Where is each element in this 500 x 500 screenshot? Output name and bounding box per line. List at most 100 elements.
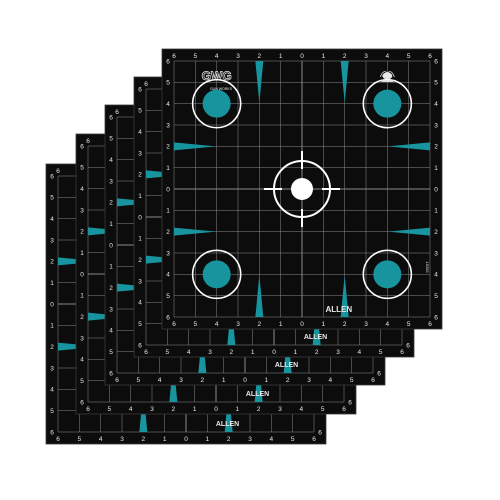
scale-label-right: 6 <box>434 58 438 65</box>
scale-label-bottom: 5 <box>137 377 141 384</box>
scale-label-bottom: 1 <box>222 377 226 384</box>
teal-edge-wedges <box>174 61 430 317</box>
scale-label-bottom: 2 <box>286 377 290 384</box>
scale-label-right: 4 <box>434 272 438 279</box>
scale-label-bottom: 0 <box>272 349 276 356</box>
scale-label-top: 1 <box>322 53 326 60</box>
wedge-bottom <box>340 275 349 317</box>
scale-label-left: 5 <box>138 108 142 115</box>
wedge-bottom <box>255 275 264 317</box>
scale-label-top: 5 <box>407 53 411 60</box>
scale-label-left: 1 <box>166 208 170 215</box>
scale-label-left: 5 <box>50 195 54 202</box>
scale-label-bottom: 1 <box>279 321 283 328</box>
scale-label-left: 1 <box>50 323 54 330</box>
maker-mark: ALLEN <box>304 334 327 341</box>
maker-mark: ALLEN <box>275 362 298 369</box>
scale-label-bottom: 1 <box>322 321 326 328</box>
scale-label-left: 2 <box>138 172 142 179</box>
scale-label-bottom: 3 <box>150 406 154 413</box>
scale-label-left: 3 <box>80 207 84 214</box>
scale-label-bottom: 0 <box>300 321 304 328</box>
scale-label-bottom: 5 <box>291 436 295 443</box>
turkey-plate <box>381 79 394 82</box>
scale-label-bottom: 3 <box>208 349 212 356</box>
bullseye-center <box>291 178 313 200</box>
scale-label-left: 6 <box>166 58 170 65</box>
scale-label-bottom: 2 <box>258 321 262 328</box>
scale-label-left: 6 <box>50 429 54 436</box>
scale-label-right: 6 <box>318 429 322 436</box>
scale-label-top: 4 <box>386 53 390 60</box>
scale-label-bottom: 4 <box>386 321 390 328</box>
scale-label-left: 6 <box>166 314 170 321</box>
scale-label-left: 6 <box>138 342 142 349</box>
scale-label-bottom: 2 <box>201 377 205 384</box>
scale-label-left: 4 <box>109 157 113 164</box>
scale-label-left: 2 <box>50 344 54 351</box>
wedge-right <box>388 142 430 151</box>
scale-label-bottom: 4 <box>215 321 219 328</box>
scale-label-bottom: 2 <box>142 436 146 443</box>
wedge-left <box>174 227 216 236</box>
scale-label-bottom: 4 <box>129 406 133 413</box>
scale-label-bottom: 6 <box>400 349 404 356</box>
scale-label-left: 4 <box>166 101 170 108</box>
scale-label-top: 4 <box>215 53 219 60</box>
scale-label-left: 1 <box>80 250 84 257</box>
wedge-top <box>340 61 349 103</box>
scale-label-left: 3 <box>109 178 113 185</box>
scale-label-left: 6 <box>50 173 54 180</box>
scale-label-left: 3 <box>80 335 84 342</box>
scale-label-top: 3 <box>236 53 240 60</box>
scale-label-left: 5 <box>50 408 54 415</box>
scale-label-left: 2 <box>166 229 170 236</box>
center-bullseye <box>264 151 340 227</box>
scale-label-bottom: 5 <box>350 377 354 384</box>
scale-label-bottom: 2 <box>315 349 319 356</box>
wedge-right <box>388 227 430 236</box>
scale-label-left: 0 <box>166 186 170 193</box>
turkey-fan <box>379 71 395 78</box>
scale-label-left: 6 <box>138 86 142 93</box>
scale-label-bottom: 1 <box>206 436 210 443</box>
scale-label-left: 4 <box>80 186 84 193</box>
scale-label-left: 0 <box>50 301 54 308</box>
scale-label-left: 6 <box>109 370 113 377</box>
maker-mark: ALLEN <box>216 421 239 428</box>
scale-label-bottom: 2 <box>343 321 347 328</box>
scale-label-left: 1 <box>109 221 113 228</box>
scale-label-left: 3 <box>109 306 113 313</box>
scale-label-left: 1 <box>50 280 54 287</box>
scale-label-top: 2 <box>258 53 262 60</box>
scale-label-bottom: 6 <box>371 377 375 384</box>
scale-label-bottom: 4 <box>270 436 274 443</box>
scale-label-top: 1 <box>279 53 283 60</box>
scale-label-left: 4 <box>166 272 170 279</box>
scale-label-bottom: 6 <box>56 436 60 443</box>
scale-label-left: 4 <box>50 216 54 223</box>
scale-label-bottom: 1 <box>163 436 167 443</box>
scale-label-left: 1 <box>166 165 170 172</box>
scale-label-bottom: 3 <box>179 377 183 384</box>
scale-label-bottom: 2 <box>230 349 234 356</box>
scale-label-bottom: 5 <box>78 436 82 443</box>
scale-label-bottom: 6 <box>342 406 346 413</box>
brand-logo-subtext: GUN WORKS <box>210 87 233 91</box>
scale-label-left: 3 <box>166 250 170 257</box>
scale-label-bottom: 1 <box>294 349 298 356</box>
scale-label-bottom: 6 <box>144 349 148 356</box>
scale-label-left: 3 <box>50 365 54 372</box>
scale-label-bottom: 0 <box>184 436 188 443</box>
scale-label-top: 0 <box>300 53 304 60</box>
scale-label-right: 1 <box>434 165 438 172</box>
scale-label-left: 4 <box>50 387 54 394</box>
scale-label-top: 2 <box>343 53 347 60</box>
scale-label-left: 4 <box>138 300 142 307</box>
scale-label-top: 6 <box>56 168 60 175</box>
scale-label-right: 6 <box>434 314 438 321</box>
scale-label-left: 1 <box>138 193 142 200</box>
